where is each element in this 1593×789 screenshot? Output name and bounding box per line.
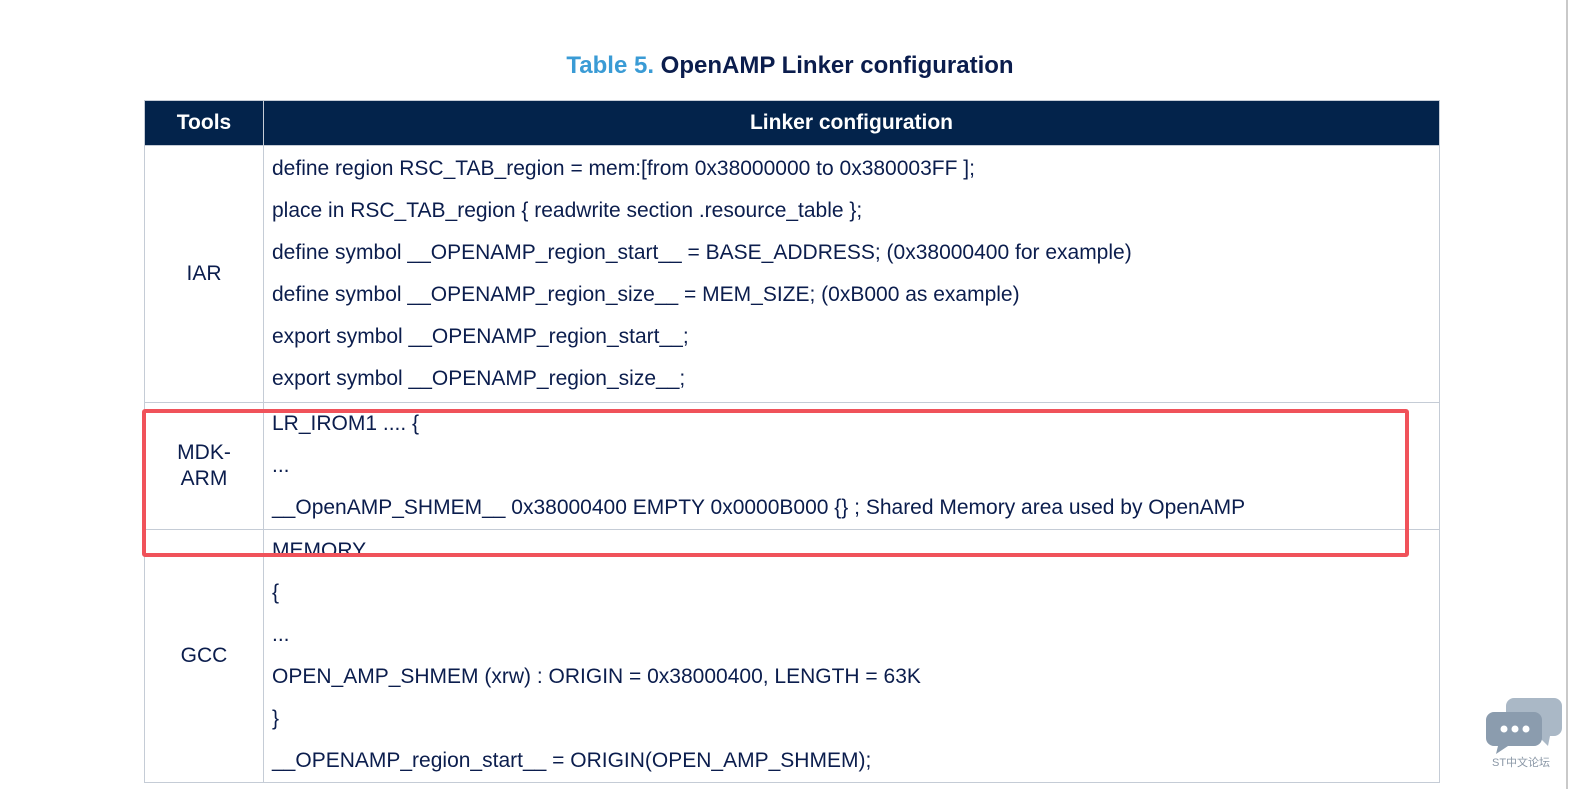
table-caption: Table 5. OpenAMP Linker configuration (0, 52, 1580, 80)
header-linker-configuration: Linker configuration (263, 100, 1440, 146)
table-row: MDK- ARM LR_IROM1 .... { ... __OpenAMP_S… (144, 402, 1440, 530)
tool-cell-mdk-arm: MDK- ARM (144, 402, 264, 530)
linker-config-table: Tools Linker configuration IAR define re… (144, 100, 1440, 783)
config-line: { (272, 581, 280, 604)
table-header-row: Tools Linker configuration (144, 100, 1440, 146)
config-line: MEMORY (272, 539, 367, 562)
config-line: __OpenAMP_SHMEM__ 0x38000400 EMPTY 0x000… (272, 496, 1246, 519)
watermark-text: ST中文论坛 (1492, 757, 1551, 769)
config-line: __OPENAMP_region_start__ = ORIGIN(OPEN_A… (272, 749, 872, 772)
config-cell-gcc: MEMORY { ... OPEN_AMP_SHMEM (xrw) : ORIG… (263, 529, 1440, 783)
forum-watermark[interactable]: ST中文论坛 (1484, 692, 1570, 782)
config-line: define symbol __OPENAMP_region_start__ =… (272, 241, 1132, 264)
table-number: Table 5. (566, 52, 654, 79)
config-line: place in RSC_TAB_region { readwrite sect… (272, 199, 863, 222)
config-line: define symbol __OPENAMP_region_size__ = … (272, 283, 1020, 306)
config-line: ... (272, 454, 290, 477)
config-cell-mdk-arm: LR_IROM1 .... { ... __OpenAMP_SHMEM__ 0x… (263, 402, 1440, 530)
header-tools: Tools (144, 100, 264, 146)
table-row: IAR define region RSC_TAB_region = mem:[… (144, 145, 1440, 403)
config-line: ... (272, 623, 290, 646)
config-line: define region RSC_TAB_region = mem:[from… (272, 157, 975, 180)
table-title: OpenAMP Linker configuration (660, 52, 1014, 79)
config-line: LR_IROM1 .... { (272, 412, 420, 435)
page-edge-divider (1566, 0, 1568, 789)
config-cell-iar: define region RSC_TAB_region = mem:[from… (263, 145, 1440, 403)
config-line: } (272, 707, 280, 730)
tool-name-mdk-arm: MDK- ARM (177, 441, 231, 490)
config-line: OPEN_AMP_SHMEM (xrw) : ORIGIN = 0x380004… (272, 665, 921, 688)
chat-bubbles-icon (1486, 698, 1562, 754)
config-line: export symbol __OPENAMP_region_start__; (272, 325, 689, 348)
tool-cell-iar: IAR (144, 145, 264, 403)
tool-cell-gcc: GCC (144, 529, 264, 783)
config-line: export symbol __OPENAMP_region_size__; (272, 367, 686, 390)
table-row: GCC MEMORY { ... OPEN_AMP_SHMEM (xrw) : … (144, 529, 1440, 783)
